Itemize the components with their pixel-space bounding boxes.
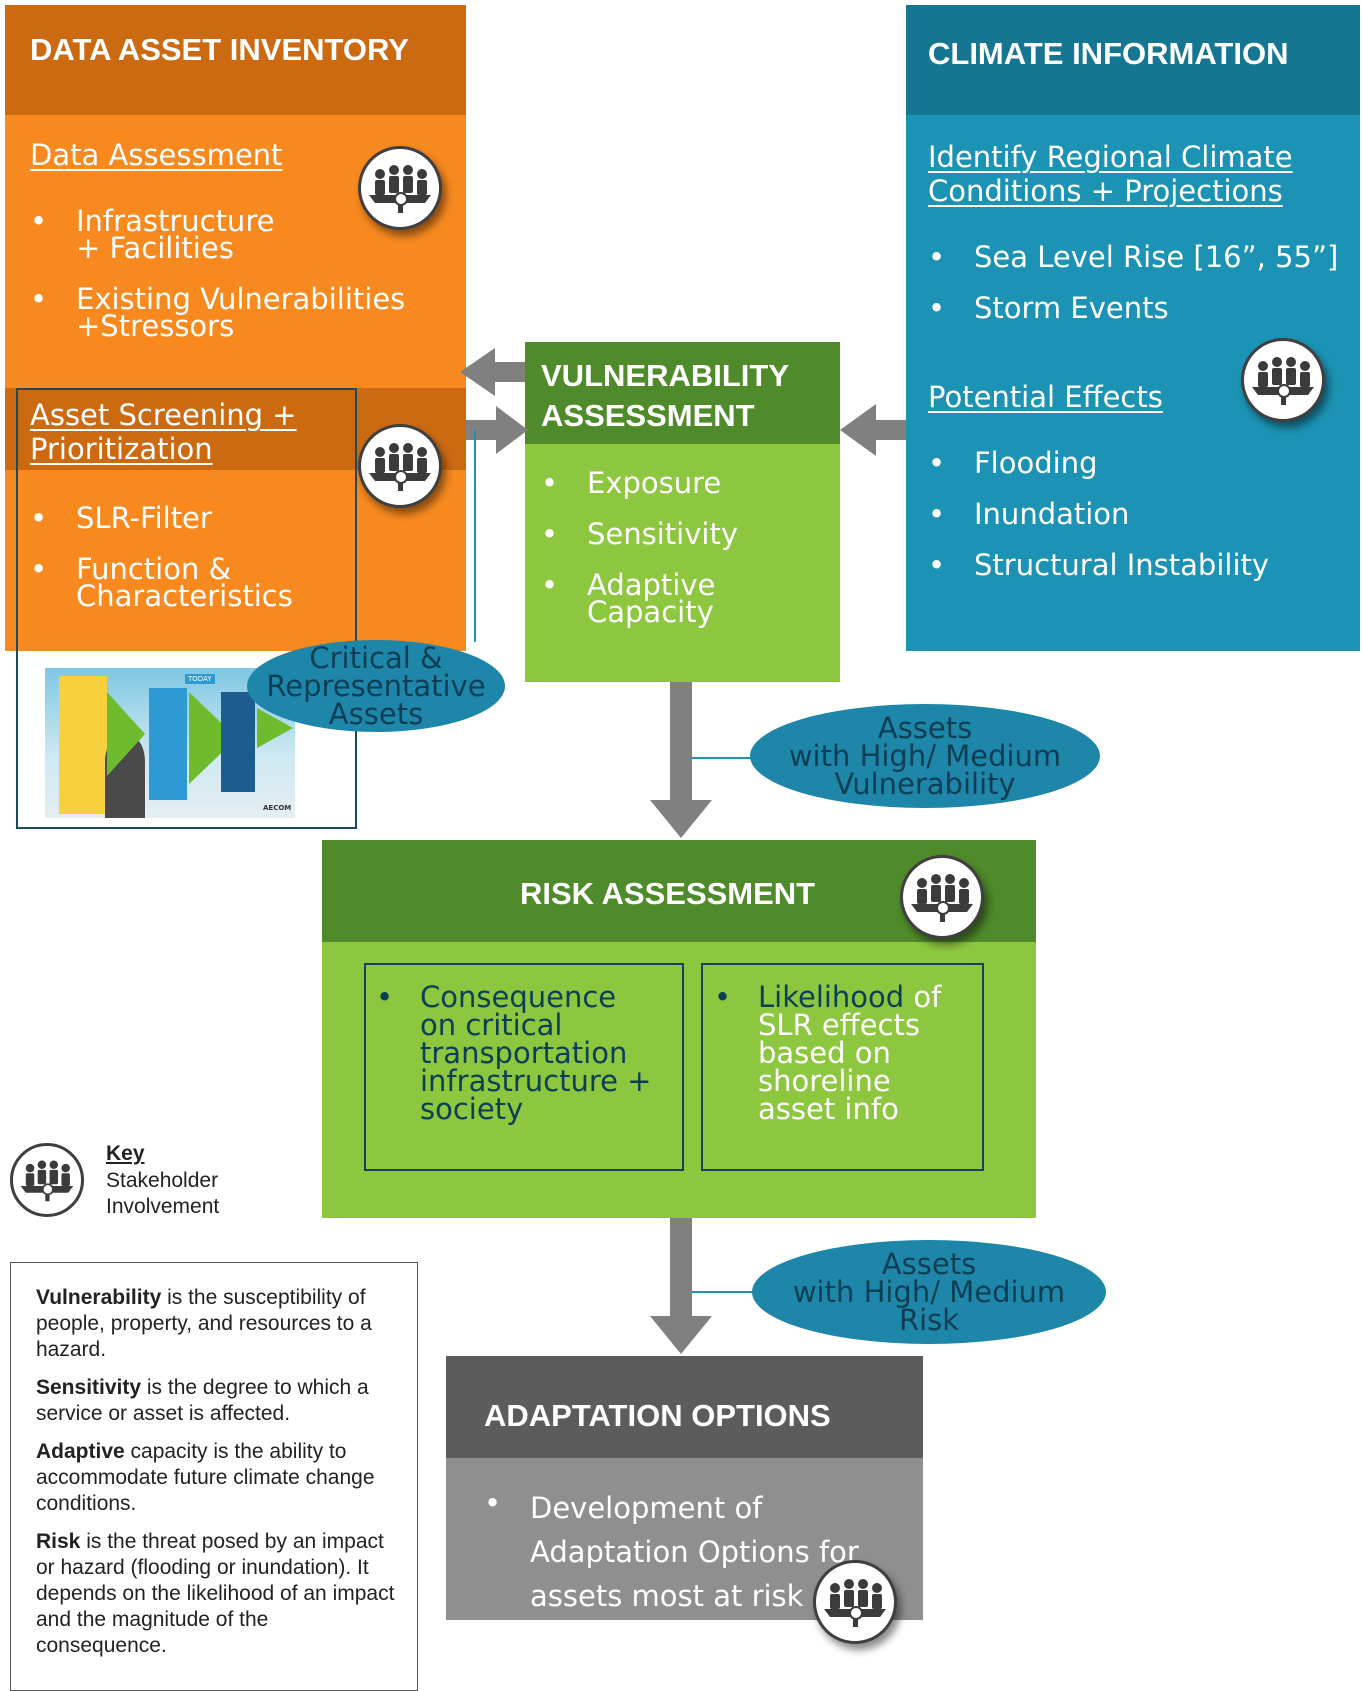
definition-term: Adaptive <box>36 1440 125 1463</box>
stakeholder-icon <box>358 424 442 508</box>
arrow-to-vulnerability-left <box>466 406 528 454</box>
likelihood-text: Likelihood of SLR effects based on shore… <box>758 980 942 1126</box>
list-item: Exposure <box>541 469 831 498</box>
adaptation-text: Development of Adaptation Options for as… <box>530 1491 859 1613</box>
high-vulnerability-label: Assets with High/ Medium Vulnerability <box>788 711 1062 801</box>
data-asset-inventory-title: DATA ASSET INVENTORY <box>30 32 409 67</box>
data-asset-inventory-header <box>5 5 466 115</box>
potential-effects-heading: Potential Effects <box>928 380 1163 414</box>
definition-term: Sensitivity <box>36 1376 142 1399</box>
list-item: Storm Events <box>928 294 1348 323</box>
regional-climate-heading: Identify Regional Climate Conditions + P… <box>928 140 1293 208</box>
definition-text: is the susceptibility of people, propert… <box>36 1286 372 1361</box>
definition-term: Risk <box>36 1530 81 1553</box>
critical-assets-ellipse: Critical & Representative Assets <box>247 640 505 732</box>
arrow-from-climate <box>840 404 906 456</box>
stakeholder-icon <box>358 146 442 230</box>
definition-text: capacity is the ability to accommodate f… <box>36 1440 375 1515</box>
likelihood-rest: of SLR effects based on shoreline asset … <box>758 980 942 1126</box>
definitions-box: Vulnerability is the susceptibility of p… <box>10 1262 418 1691</box>
list-item: Infrastructure + Facilities <box>30 207 430 263</box>
stakeholder-icon <box>10 1143 84 1217</box>
definition-text: is the degree to which a service or asse… <box>36 1376 369 1425</box>
key-label: Stakeholder Involvement <box>106 1169 220 1218</box>
asset-screening-list: SLR-Filter Function & Characteristics <box>30 504 350 634</box>
thumbnail-logo: AECOM <box>263 804 292 812</box>
arrow-to-risk <box>650 682 712 838</box>
consequence-text: Consequence on critical transportation i… <box>420 980 652 1126</box>
adaptation-bullet: • <box>484 1486 502 1520</box>
climate-information-header <box>906 5 1360 115</box>
high-risk-ellipse: Assets with High/ Medium Risk <box>752 1240 1106 1344</box>
list-item: Structural Instability <box>928 551 1348 580</box>
definition-term: Vulnerability <box>36 1286 162 1309</box>
regional-climate-list: Sea Level Rise [16”, 55”] Storm Events <box>928 243 1348 346</box>
definition-text: is the threat posed by an impact or haza… <box>36 1530 395 1657</box>
list-item: Sensitivity <box>541 520 831 549</box>
thumbnail-list <box>59 676 107 814</box>
data-assessment-list: Infrastructure + Facilities Existing Vul… <box>30 207 430 364</box>
list-item: Flooding <box>928 449 1348 478</box>
high-risk-label: Assets with High/ Medium Risk <box>792 1247 1066 1337</box>
risk-assessment-title: RISK ASSESSMENT <box>520 876 816 911</box>
list-item: Function & Characteristics <box>30 555 350 611</box>
arrow-to-adaptation <box>650 1218 712 1354</box>
asset-screening-heading: Asset Screening + Prioritization <box>30 398 297 466</box>
likelihood-box <box>701 963 984 1171</box>
stakeholder-icon <box>1241 338 1325 422</box>
vulnerability-assessment-header <box>525 342 840 444</box>
adaptation-options-title: ADAPTATION OPTIONS <box>484 1398 831 1433</box>
likelihood-term: Likelihood <box>758 980 905 1014</box>
list-item: Adaptive Capacity <box>541 571 831 627</box>
likelihood-bullet: • <box>714 980 732 1014</box>
thumbnail-arrow <box>107 692 145 776</box>
vulnerability-assessment-title: VULNERABILITY ASSESSMENT <box>541 358 789 433</box>
vulnerability-list: Exposure Sensitivity Adaptive Capacity <box>541 469 831 650</box>
arrow-to-inventory <box>460 348 525 396</box>
consequence-bullet: • <box>376 980 394 1014</box>
definition-sensitivity: Sensitivity is the degree to which a ser… <box>36 1375 395 1427</box>
potential-effects-list: Flooding Inundation Structural Instabili… <box>928 449 1348 603</box>
definition-adaptive: Adaptive capacity is the ability to acco… <box>36 1439 395 1517</box>
list-item: Sea Level Rise [16”, 55”] <box>928 243 1348 272</box>
list-item: SLR-Filter <box>30 504 350 533</box>
asset-screening-border <box>16 388 357 829</box>
definition-vulnerability: Vulnerability is the susceptibility of p… <box>36 1285 395 1363</box>
list-item: Inundation <box>928 500 1348 529</box>
stakeholder-icon <box>813 1560 897 1644</box>
definition-risk: Risk is the threat posed by an impact or… <box>36 1529 395 1659</box>
consequence-box <box>364 963 684 1171</box>
adaptation-options-header <box>446 1356 923 1458</box>
stakeholder-icon <box>900 855 984 939</box>
thumbnail-column <box>221 692 255 792</box>
thumbnail-column <box>149 688 187 800</box>
critical-assets-label: Critical & Representative Assets <box>266 641 486 731</box>
high-vulnerability-ellipse: Assets with High/ Medium Vulnerability <box>750 704 1100 808</box>
thumbnail-label: TODAY <box>185 674 215 684</box>
climate-information-title: CLIMATE INFORMATION <box>928 36 1289 71</box>
key-title: Key <box>106 1142 145 1165</box>
list-item: Existing Vulnerabilities +Stressors <box>30 285 430 341</box>
data-assessment-heading: Data Assessment <box>30 138 283 172</box>
